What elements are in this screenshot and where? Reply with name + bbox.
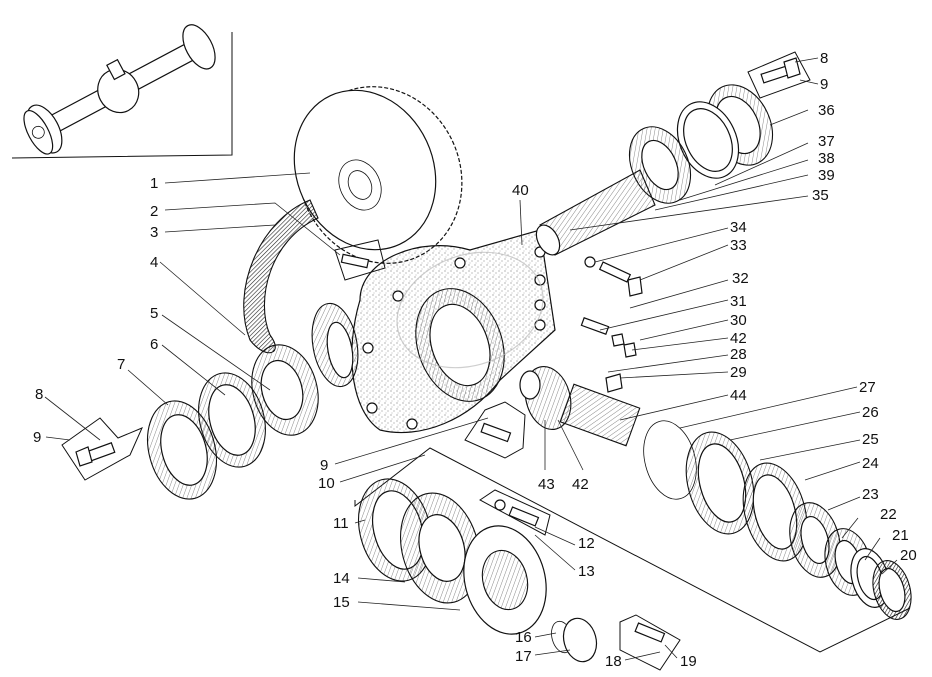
callout-14: 14 [333,570,350,587]
part-flange-14 [399,492,481,604]
part-gasket-ring [243,199,319,354]
callout-26: 26 [862,404,879,421]
callout-12: 12 [578,535,595,552]
callout-22: 22 [880,506,897,523]
callout-17: 17 [515,648,532,665]
part-housing [351,229,556,434]
part-bolt-8-right [747,51,811,99]
part-bolt-19 [619,614,681,671]
callout-27: 27 [859,379,876,396]
callout-25: 25 [862,431,879,448]
callout-21: 21 [892,527,909,544]
callout-9-right: 9 [820,76,828,93]
callout-24: 24 [862,455,879,472]
callout-4: 4 [150,254,158,271]
part-bolt-13 [479,489,551,536]
callout-23: 23 [862,486,879,503]
callout-36: 36 [818,102,835,119]
callout-8-right: 8 [820,50,828,67]
callout-30: 30 [730,312,747,329]
callout-44: 44 [730,387,747,404]
part-stud-32 [580,317,637,358]
callout-19: 19 [680,653,697,670]
watermark-logo [396,251,544,369]
callout-42-right: 42 [730,330,747,347]
part-bolt-8-left [61,417,143,481]
callout-34: 34 [730,219,747,236]
callout-20: 20 [900,547,917,564]
callout-33: 33 [730,237,747,254]
part-flange-26 [685,431,755,535]
callout-18: 18 [605,653,622,670]
part-bearing-5 [251,344,319,436]
part-bolt-33 [584,256,643,297]
part-large-gear [293,86,463,264]
callout-10: 10 [318,475,335,492]
callout-39: 39 [818,167,835,184]
part-bolt-10 [464,401,526,459]
callout-3: 3 [150,224,158,241]
axle-assembly-inset [11,24,233,159]
callout-7: 7 [117,356,125,373]
part-seal-20 [872,560,912,620]
callout-37: 37 [818,133,835,150]
callout-labels: 1 2 3 4 5 6 7 8 9 9 10 11 12 13 14 15 16… [33,50,917,670]
part-gasket-37 [676,101,740,179]
callout-38: 38 [818,150,835,167]
part-pinion-44 [519,366,641,447]
callout-35: 35 [812,187,829,204]
callout-28: 28 [730,346,747,363]
part-cover-15 [463,525,547,635]
callout-40: 40 [512,182,529,199]
callout-32: 32 [732,270,749,287]
callout-29: 29 [730,364,747,381]
assembly-guide-line [354,447,911,653]
part-cover-plate-7 [147,400,217,500]
callout-6: 6 [150,336,158,353]
part-shaft-39 [535,169,656,256]
callout-5: 5 [150,305,158,322]
part-bearing-38 [628,126,692,204]
part-cap-17 [551,617,598,663]
callout-16: 16 [515,629,532,646]
part-flange-4 [311,302,359,388]
callout-1: 1 [150,175,158,192]
callout-2: 2 [150,203,158,220]
callout-9-left: 9 [33,429,41,446]
callout-43: 43 [538,476,555,493]
callout-15: 15 [333,594,350,611]
part-gasket-6 [198,372,266,468]
leader-lines [44,57,898,661]
part-bearing-23 [789,502,841,578]
callout-9-center: 9 [320,457,328,474]
callout-42-bottom: 42 [572,476,589,493]
callout-8-left: 8 [35,386,43,403]
callout-31: 31 [730,293,747,310]
callout-13: 13 [578,563,595,580]
callout-11: 11 [333,515,349,532]
